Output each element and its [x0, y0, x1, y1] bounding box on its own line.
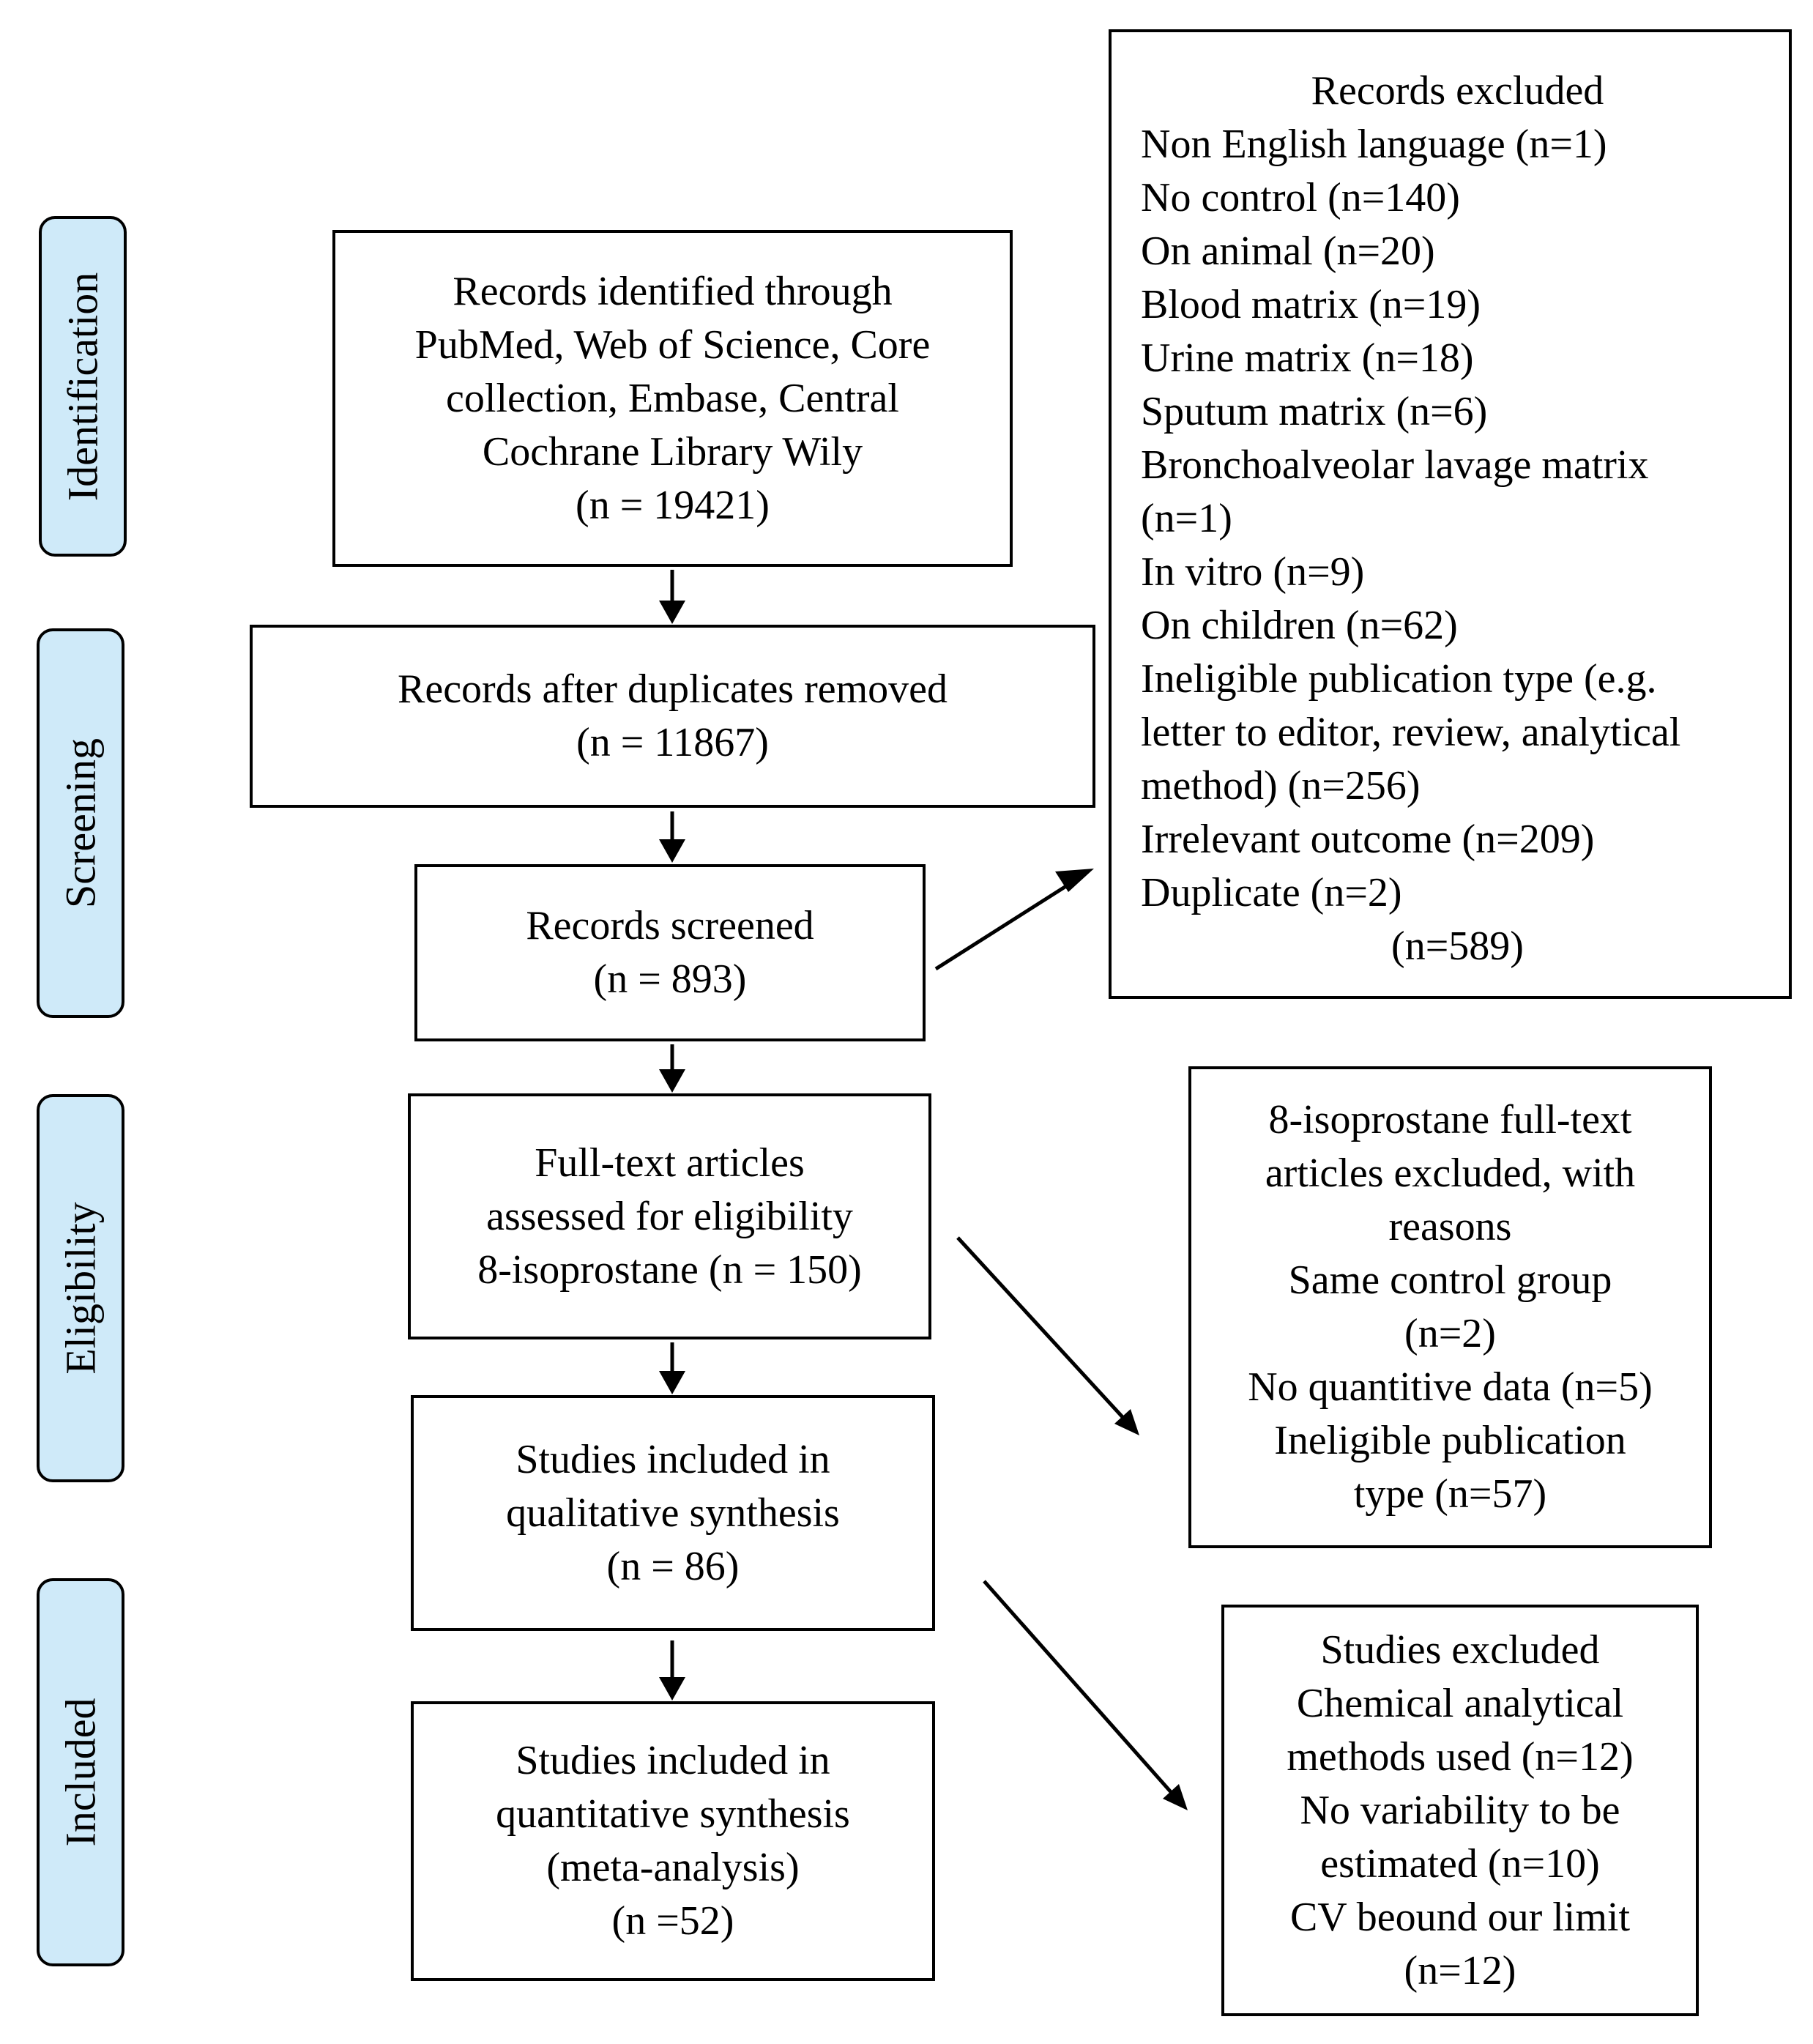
box-line: (n = 11867)	[576, 720, 769, 765]
arrow-screened-to-records-excluded	[934, 874, 1084, 971]
records-excluded-item: letter to editor, review, analytical	[1141, 710, 1681, 755]
stage-included: Included	[37, 1578, 124, 1966]
records-excluded-box: Records excluded Non English language (n…	[1109, 29, 1792, 999]
box-line: Records after duplicates removed	[397, 666, 948, 712]
arrowhead	[659, 601, 685, 624]
records-identified-box: Records identified through PubMed, Web o…	[332, 230, 1013, 567]
records-excluded-item: (n=1)	[1141, 496, 1232, 541]
box-line: (n=2)	[1404, 1311, 1496, 1356]
records-excluded-item: Irrelevant outcome (n=209)	[1141, 817, 1595, 862]
arrowhead	[659, 1371, 685, 1394]
box-line: Records identified through	[453, 268, 893, 314]
box-line: Studies included in	[515, 1738, 830, 1783]
box-line: (n = 893)	[593, 956, 747, 1002]
box-line: Studies excluded	[1320, 1627, 1600, 1673]
box-line: collection, Embase, Central	[446, 375, 899, 421]
records-excluded-item: Urine matrix (n=18)	[1141, 335, 1474, 381]
arrowhead	[1163, 1784, 1188, 1810]
records-excluded-item: method) (n=256)	[1141, 763, 1421, 809]
arrowhead	[659, 839, 685, 863]
box-line: 8-isoprostane (n = 150)	[477, 1246, 862, 1293]
fulltext-excluded-box: 8-isoprostane full-text articles exclude…	[1188, 1066, 1712, 1548]
box-line: methods used (n=12)	[1287, 1733, 1634, 1780]
box-line: articles excluded, with	[1265, 1151, 1636, 1196]
arrow-fulltext-to-fulltext-excluded	[956, 1236, 1125, 1419]
records-excluded-item: On animal (n=20)	[1141, 228, 1435, 274]
box-line: PubMed, Web of Science, Core	[414, 322, 931, 368]
records-after-duplicates-box: Records after duplicates removed (n = 11…	[250, 625, 1095, 808]
box-line: estimated (n=10)	[1320, 1840, 1600, 1887]
records-excluded-title: Records excluded	[1311, 68, 1604, 114]
box-line: Cochrane Library Wily	[482, 428, 863, 475]
box-line: (n = 86)	[606, 1543, 740, 1589]
records-screened-box: Records screened (n = 893)	[414, 864, 926, 1041]
box-line: Chemical analytical	[1296, 1680, 1624, 1726]
records-excluded-item: No control (n=140)	[1141, 175, 1460, 220]
arrow-qualitative-to-studies-excluded	[983, 1580, 1173, 1794]
box-line: (n = 19421)	[576, 482, 770, 528]
box-line: CV beound our limit	[1289, 1894, 1631, 1940]
arrowhead	[659, 1069, 685, 1093]
box-line: qualitative synthesis	[506, 1490, 840, 1536]
box-line: assessed for eligibility	[486, 1193, 853, 1239]
box-line: No variability to be	[1300, 1787, 1620, 1833]
records-excluded-total: (n=589)	[1391, 923, 1524, 969]
records-excluded-item: In vitro (n=9)	[1141, 549, 1365, 595]
box-line: No quantitive data (n=5)	[1248, 1364, 1653, 1410]
stage-screening: Screening	[37, 628, 124, 1018]
arrowhead	[1114, 1409, 1139, 1435]
records-excluded-item: Duplicate (n=2)	[1141, 870, 1402, 915]
box-line: (meta-analysis)	[546, 1845, 800, 1890]
fulltext-assessed-box: Full-text articles assessed for eligibil…	[408, 1093, 931, 1339]
records-excluded-item: Sputum matrix (n=6)	[1141, 389, 1488, 434]
stage-identification: Identification	[39, 216, 127, 557]
studies-excluded-box: Studies excluded Chemical analytical met…	[1221, 1605, 1699, 2016]
box-line: reasons	[1388, 1204, 1512, 1249]
box-line: 8-isoprostane full-text	[1268, 1097, 1632, 1142]
records-excluded-item: Ineligible publication type (e.g.	[1141, 656, 1657, 702]
box-line: Ineligible publication	[1274, 1418, 1626, 1463]
records-excluded-item: Blood matrix (n=19)	[1141, 282, 1481, 327]
box-line: Same control group	[1288, 1257, 1612, 1303]
box-line: Studies included in	[515, 1436, 830, 1482]
box-line: (n =52)	[611, 1898, 734, 1944]
qualitative-synthesis-box: Studies included in qualitative synthesi…	[411, 1395, 935, 1631]
arrowhead	[659, 1677, 685, 1701]
records-excluded-item: Non English language (n=1)	[1141, 122, 1607, 167]
box-line: quantitative synthesis	[496, 1791, 850, 1837]
records-excluded-item: Bronchoalveolar lavage matrix	[1141, 442, 1649, 488]
stage-eligibility: Eligibility	[37, 1094, 124, 1482]
box-line: (n=12)	[1404, 1947, 1516, 1993]
box-line: type (n=57)	[1353, 1471, 1547, 1517]
box-line: Full-text articles	[535, 1140, 805, 1186]
quantitative-synthesis-box: Studies included in quantitative synthes…	[411, 1701, 935, 1981]
box-line: Records screened	[526, 903, 814, 948]
records-excluded-item: On children (n=62)	[1141, 603, 1458, 648]
arrowhead	[1055, 869, 1094, 892]
